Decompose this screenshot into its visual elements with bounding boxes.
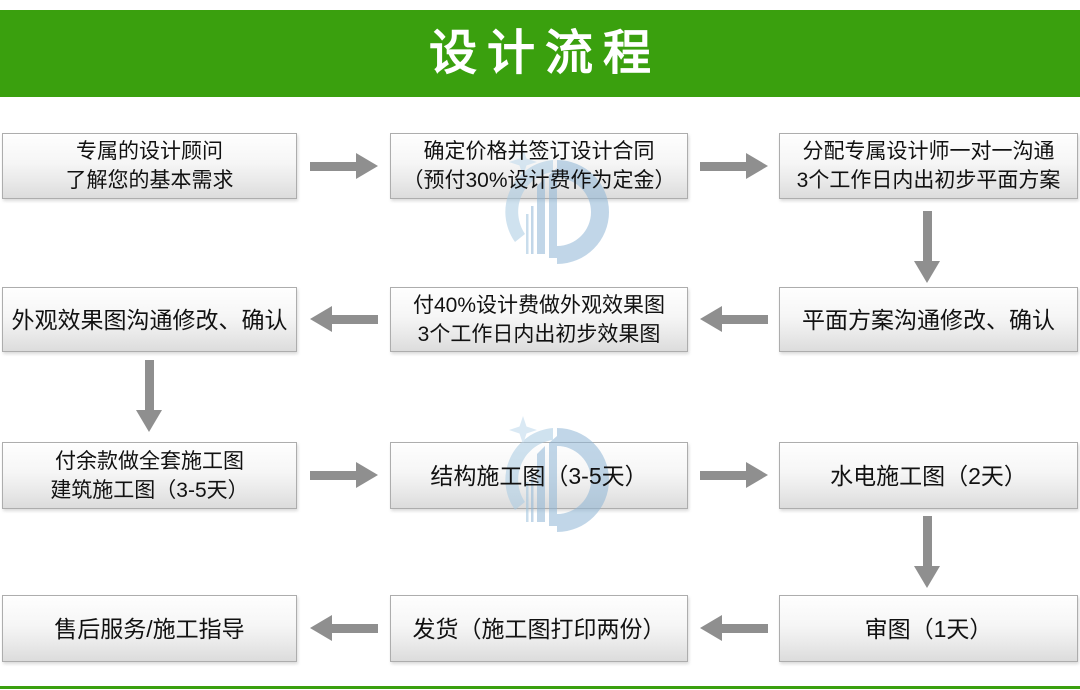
flow-step-text: 结构施工图（3-5天） [430,462,648,489]
flow-step-5: 付40%设计费做外观效果图 3个工作日内出初步效果图 [390,287,688,352]
arrow-left-icon [700,306,768,332]
flow-step-text: 发货（施工图打印两份） [412,615,666,642]
flow-step-text: 外观效果图沟通修改、确认 [11,306,288,333]
flow-step-text: 付余款做全套施工图 [55,449,244,473]
flow-step-1: 专属的设计顾问 了解您的基本需求 [2,133,297,199]
flow-step-text: 3个工作日内出初步效果图 [417,322,661,346]
arrow-right-icon [700,462,768,488]
flow-step-6: 外观效果图沟通修改、确认 [2,287,297,352]
flow-step-text: 售后服务/施工指导 [54,615,245,642]
flow-step-text: 了解您的基本需求 [65,169,234,192]
header-banner: 设计流程 [0,10,1080,97]
arrow-right-icon [310,153,378,179]
arrow-left-icon [700,615,768,641]
flow-step-12: 售后服务/施工指导 [2,595,297,662]
bottom-accent-line [0,686,1080,689]
arrow-left-icon [310,615,378,641]
flow-step-text: 专属的设计顾问 [76,140,223,163]
flow-step-7: 付余款做全套施工图 建筑施工图（3-5天） [2,442,297,509]
arrow-right-icon [700,153,768,179]
arrow-left-icon [310,306,378,332]
flow-step-text: （预付30%设计费作为定金） [402,169,676,192]
flow-step-3: 分配专属设计师一对一沟通 3个工作日内出初步平面方案 [779,133,1078,199]
flow-step-text: 水电施工图（2天） [830,462,1027,489]
flow-step-text: 建筑施工图（3-5天） [50,478,249,502]
arrow-down-icon [136,360,162,432]
flow-step-text: 付40%设计费做外观效果图 [412,293,666,317]
arrow-right-icon [310,462,378,488]
flow-step-text: 平面方案沟通修改、确认 [802,306,1055,333]
flow-step-4: 平面方案沟通修改、确认 [779,287,1078,352]
page-title: 设计流程 [428,27,661,80]
flow-step-11: 发货（施工图打印两份） [390,595,688,662]
flow-step-2: 确定价格并签订设计合同 （预付30%设计费作为定金） [390,133,688,199]
arrow-down-icon [914,211,940,283]
arrow-down-icon [914,516,940,588]
flow-step-10: 审图（1天） [779,595,1078,662]
flow-step-text: 3个工作日内出初步平面方案 [796,169,1061,192]
flow-step-9: 水电施工图（2天） [779,442,1078,509]
flow-step-text: 确定价格并签订设计合同 [423,140,655,163]
flow-step-text: 分配专属设计师一对一沟通 [802,140,1055,163]
flow-step-8: 结构施工图（3-5天） [390,442,688,509]
flow-step-text: 审图（1天） [864,615,993,642]
